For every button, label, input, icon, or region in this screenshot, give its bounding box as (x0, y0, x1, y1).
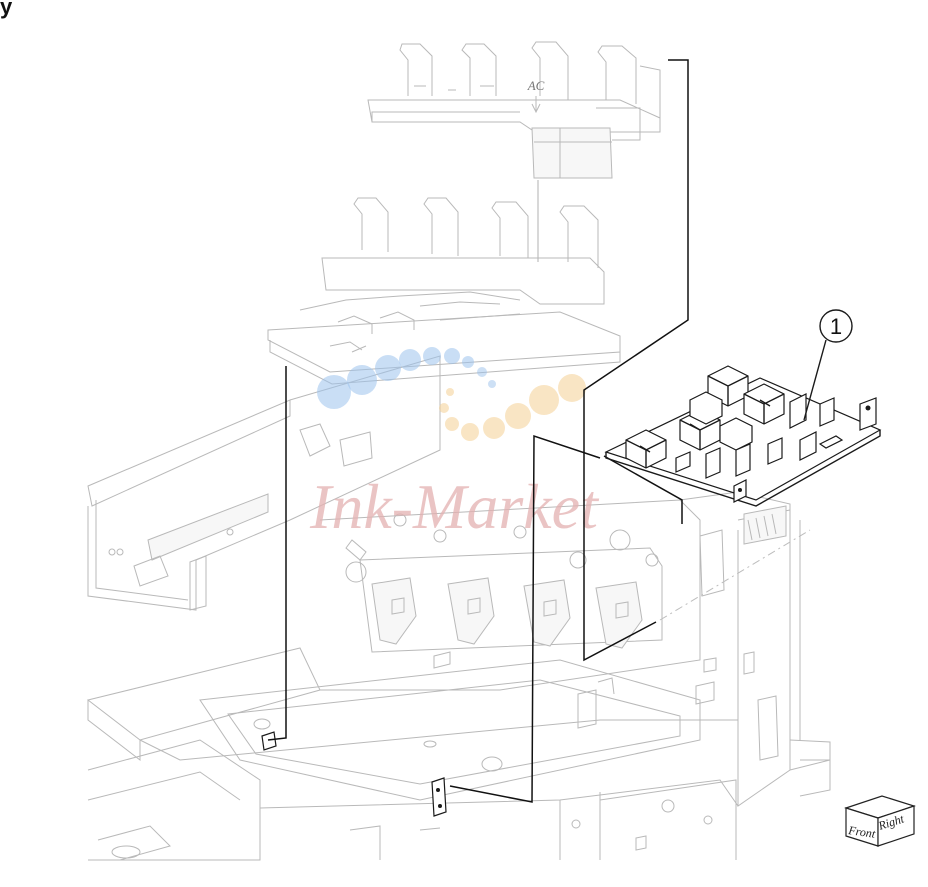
callout-1-bubble (819, 309, 853, 343)
watermark-text: Ink-Market (309, 471, 600, 542)
cartridge-slots (371, 577, 643, 649)
watermark: Ink-Market (309, 347, 600, 542)
middle-cartridge-holder (267, 197, 621, 385)
orientation-box: Front Right (844, 795, 916, 847)
assembly-guide-lines (267, 59, 689, 803)
part-1-circuit-board: 1 (604, 309, 882, 507)
ac-reference-label: AC (527, 78, 545, 93)
heading-fragment: y (0, 0, 13, 19)
upper-cartridge-holder (367, 41, 661, 179)
printer-chassis (86, 355, 831, 861)
orientation-front-label: Front (847, 823, 877, 841)
callout-1-number: 1 (830, 314, 842, 339)
